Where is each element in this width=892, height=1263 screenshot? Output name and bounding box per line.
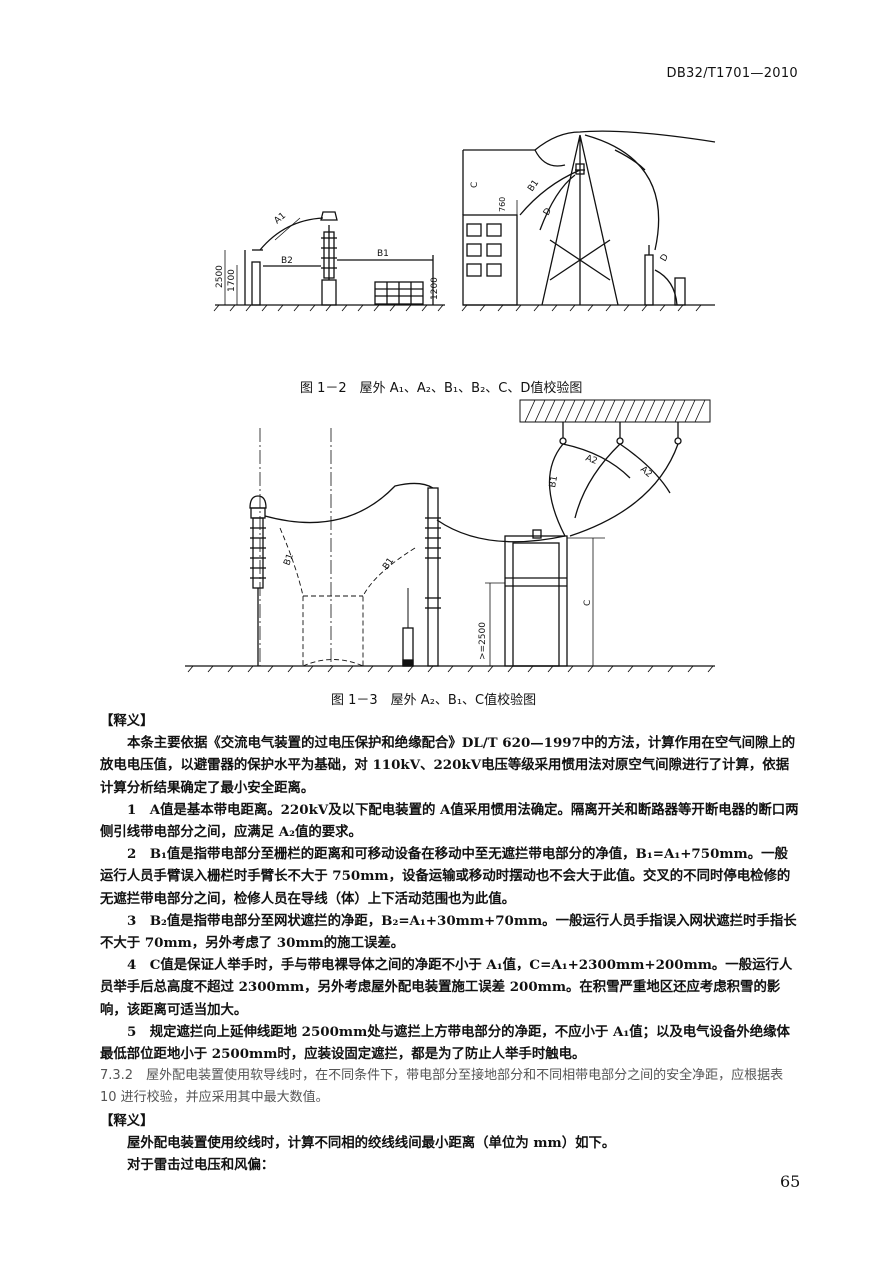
fig2-label-b1-b: B1	[381, 556, 396, 571]
fig1-label-a1: A1	[273, 211, 289, 226]
section-label-interpretation: 【释义】	[100, 713, 154, 729]
fig1-label-b1-right: B1	[526, 178, 541, 193]
fig2-label-b1-a: B1	[282, 552, 295, 567]
fig2-label-a2-a: A2	[584, 453, 599, 466]
fig1-label-d: D	[542, 206, 554, 217]
figure-1-2-caption: 图 1－2 屋外 A₁、A₂、B₁、B₂、C、D值校验图	[300, 381, 583, 396]
paragraph: 3 B₂值是指带电部分至网状遮拦的净距，B₂=A₁+30mm+70mm。一般运行…	[100, 912, 797, 952]
fig1-label-c: C	[470, 182, 480, 188]
paragraph: 2 B₁值是指带电部分至栅栏的距离和可移动设备在移动中至无遮拦带电部分的净值，B…	[100, 846, 791, 907]
page-number: 65	[780, 1172, 801, 1191]
fig1-label-b2: B2	[281, 256, 293, 266]
section-label-interpretation-2: 【释义】	[100, 1112, 154, 1129]
figure-1-2: A1 B2 B1 2500 1700 1200 C 760 B1 D	[213, 130, 716, 312]
fig1-label-d-2: D	[659, 252, 671, 263]
paragraph: 5 规定遮拦向上延伸线距地 2500mm处与遮拦上方带电部分的净距，不应小于 A…	[100, 1023, 790, 1063]
fig2-label-a2-b: A2	[638, 465, 654, 480]
fig1-label-760: 760	[498, 197, 507, 212]
paragraph: 对于雷击过电压和风偏：	[127, 1157, 275, 1174]
fig1-label-1700: 1700	[227, 269, 237, 292]
fig1-label-1200: 1200	[430, 277, 440, 300]
body-text: 【释义】 本条主要依据《交流电气装置的过电压保护和绝缘配合》DL/T 620—1…	[100, 710, 800, 1176]
paragraph: 1 A值是基本带电距离。220kV及以下配电装置的 A值采用惯用法确定。隔离开关…	[100, 801, 799, 841]
paragraph: 4 C值是保证人举手时，手与带电裸导体之间的净距不小于 A₁值，C=A₁+230…	[100, 957, 793, 1018]
fig2-label-c: C	[583, 600, 593, 606]
fig1-label-b1: B1	[377, 249, 389, 259]
figure-1-3: B1 A2 A2 B1 B1 >=2500 C	[185, 399, 715, 673]
figure-1-3-caption: 图 1－3 屋外 A₂、B₁、C值校验图	[331, 693, 537, 708]
document-code: DB32/T1701—2010	[666, 66, 798, 81]
clause-7-3-2: 7.3.2 屋外配电装置使用软导线时，在不同条件下，带电部分至接地部分和不同相带…	[100, 1068, 784, 1106]
paragraph: 本条主要依据《交流电气装置的过电压保护和绝缘配合》DL/T 620—1997中的…	[100, 735, 796, 796]
fig1-label-2500: 2500	[215, 265, 225, 288]
fig2-label-b1-c: B1	[548, 475, 560, 488]
fig2-label-ge2500: >=2500	[478, 622, 488, 660]
paragraph: 屋外配电装置使用绞线时，计算不同相的绞线线间最小距离（单位为 mm）如下。	[127, 1134, 616, 1151]
